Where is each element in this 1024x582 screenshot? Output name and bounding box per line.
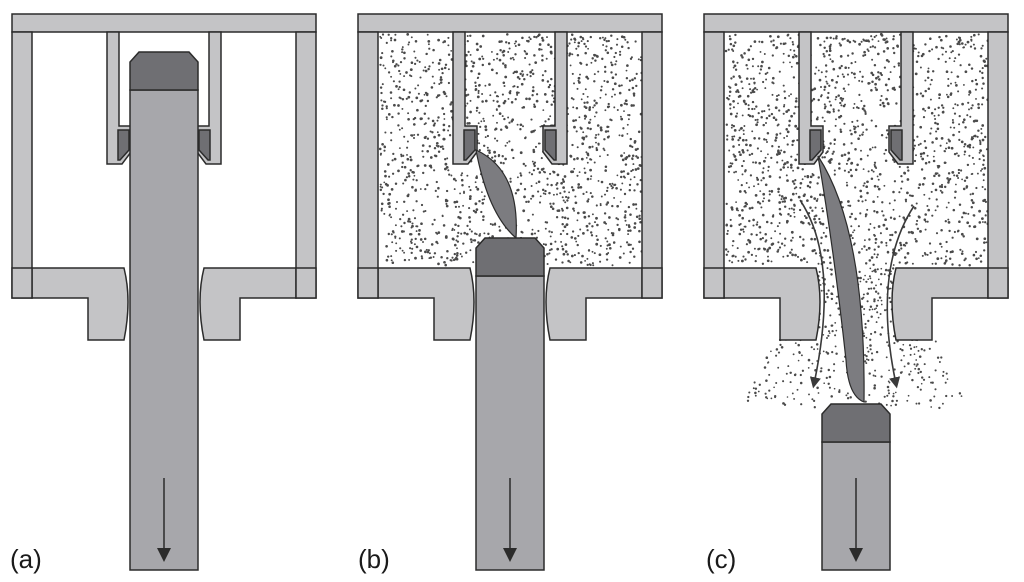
housing-a (11, 13, 317, 341)
powder-dots-b (378, 33, 644, 267)
rod-cap-a (129, 51, 199, 91)
panel-a (11, 13, 317, 571)
rod-cap-c (821, 403, 891, 443)
down-arrow-icon (849, 478, 863, 562)
down-arrow-icon (157, 478, 171, 562)
cap-dark-b (463, 129, 557, 161)
panel-b (357, 13, 663, 571)
powder-fill-c (724, 32, 990, 268)
flow-arrows-c (799, 199, 915, 389)
panel-label-a: (a) (10, 544, 42, 574)
down-arrow-icon (503, 478, 517, 562)
cap-dark-c (809, 129, 903, 161)
panel-label-b: (b) (358, 544, 390, 574)
fragment-c (817, 155, 865, 403)
cap-dark-a (117, 129, 211, 161)
panel-label-c: (c) (706, 544, 737, 574)
panel-c (703, 13, 1009, 571)
rod-cap-b (475, 237, 545, 277)
